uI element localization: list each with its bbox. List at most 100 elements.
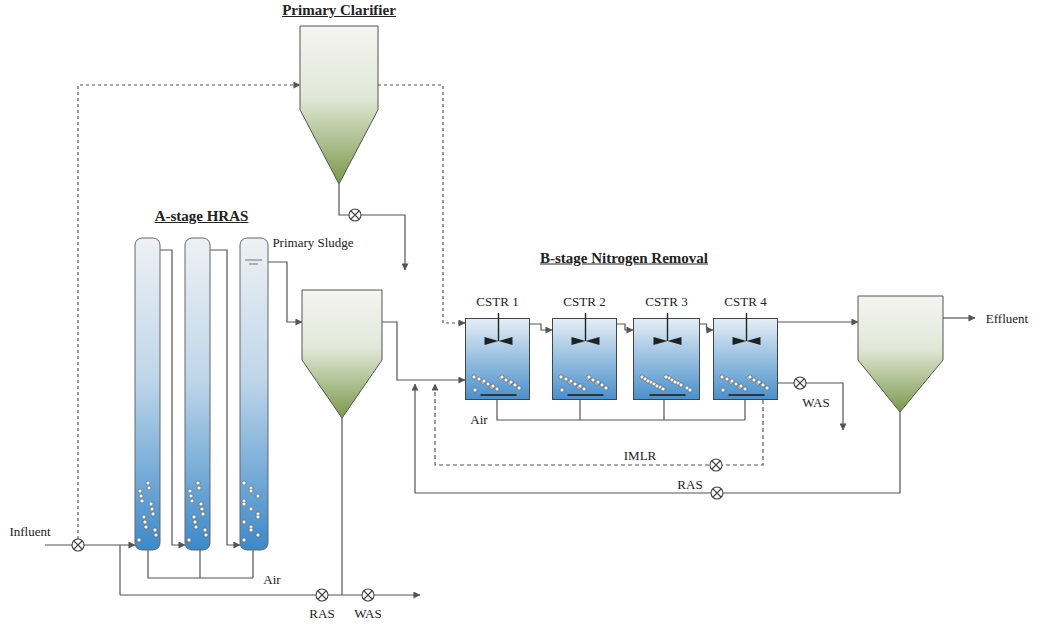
mixer-shaft bbox=[585, 313, 586, 341]
air-bubble bbox=[747, 376, 751, 380]
air-bubble bbox=[490, 385, 494, 389]
air-bubble bbox=[679, 383, 683, 387]
air-bubble bbox=[752, 378, 756, 382]
air-bubble bbox=[595, 381, 599, 385]
node-shape bbox=[135, 238, 268, 550]
air-bubble bbox=[201, 512, 205, 516]
pump-symbol bbox=[349, 209, 361, 221]
air-bubble bbox=[188, 489, 192, 493]
air-bubble bbox=[137, 538, 141, 542]
air-bubble bbox=[149, 502, 153, 506]
reactor-column bbox=[185, 238, 210, 550]
stream-label: Effluent bbox=[984, 311, 1030, 326]
air-bubble bbox=[482, 379, 486, 383]
air-bubble bbox=[194, 525, 198, 529]
pump-symbol bbox=[72, 539, 84, 551]
mixer-shaft bbox=[498, 313, 499, 341]
air-label: Air bbox=[468, 412, 489, 427]
connector-layer bbox=[378, 85, 713, 330]
air-bubble bbox=[559, 375, 563, 379]
air-bubble bbox=[582, 387, 586, 391]
air-bubble bbox=[139, 494, 143, 498]
air-bubble bbox=[600, 383, 604, 387]
diffuser bbox=[650, 394, 686, 396]
air-bubble bbox=[256, 494, 260, 498]
air-bubble bbox=[249, 507, 253, 511]
diffuser bbox=[481, 394, 517, 396]
tank-outlet bbox=[778, 321, 858, 322]
pump-symbol bbox=[711, 487, 723, 499]
air-bubble bbox=[189, 494, 193, 498]
air-bubble bbox=[578, 384, 582, 388]
air-bubble bbox=[504, 378, 508, 382]
section-title: B-stage Nitrogen Removal bbox=[538, 250, 710, 267]
reactor-tank: CSTR 2 bbox=[552, 318, 617, 400]
air-bubble bbox=[146, 481, 150, 485]
air-bubble bbox=[249, 528, 253, 532]
air-bubble bbox=[472, 375, 476, 379]
air-bubble bbox=[199, 502, 203, 506]
air-bubble bbox=[140, 499, 144, 503]
reactor-column bbox=[135, 238, 160, 550]
air-bubble bbox=[748, 375, 752, 379]
hras-columns: A-stage HRAS bbox=[135, 238, 268, 550]
node-shape bbox=[714, 319, 779, 401]
stream-label: IMLR bbox=[622, 448, 659, 463]
water-level bbox=[245, 260, 262, 264]
air-bubble bbox=[655, 384, 659, 388]
node-shape bbox=[300, 26, 378, 184]
clarifier: Primary Clarifier bbox=[300, 26, 378, 184]
air-bubble bbox=[646, 379, 650, 383]
air-bubble bbox=[153, 528, 157, 532]
air-bubble bbox=[495, 387, 499, 391]
sludge-pipe bbox=[341, 418, 342, 595]
stream-label: Primary Sludge bbox=[270, 235, 355, 250]
mixer-shaft bbox=[667, 313, 668, 341]
flow-connector bbox=[700, 324, 713, 330]
air-bubble bbox=[765, 386, 769, 390]
air-bubble bbox=[197, 486, 201, 490]
was-pipe bbox=[778, 383, 843, 430]
air-bubble bbox=[192, 515, 196, 519]
air-line bbox=[148, 550, 253, 578]
air-bubble bbox=[730, 379, 734, 383]
air-bubble bbox=[664, 375, 668, 379]
node-shape bbox=[634, 319, 701, 401]
column-outlet bbox=[268, 262, 302, 322]
final-clarifier bbox=[858, 296, 943, 412]
ras-pipe bbox=[415, 384, 900, 493]
air-bubble bbox=[743, 387, 747, 391]
air-bubble bbox=[138, 489, 142, 493]
air-bubble bbox=[508, 381, 512, 385]
air-bubble bbox=[564, 377, 568, 381]
air-bubble bbox=[757, 380, 761, 384]
influent-pipe bbox=[45, 544, 135, 545]
air-bubble bbox=[187, 538, 191, 542]
intermediate-clarifier bbox=[302, 290, 382, 418]
section-title: Primary Clarifier bbox=[282, 2, 396, 19]
air-bubble bbox=[739, 384, 743, 388]
air-label: Air bbox=[261, 572, 282, 587]
air-bubble bbox=[256, 515, 260, 519]
air-bubble bbox=[756, 381, 760, 385]
air-bubble bbox=[729, 380, 733, 384]
bypass-connector bbox=[378, 85, 465, 323]
pump-symbol bbox=[362, 589, 374, 601]
air-bubble bbox=[144, 525, 148, 529]
effluent-pipe bbox=[943, 317, 975, 318]
air-bubble bbox=[560, 388, 564, 392]
air-bubble bbox=[242, 538, 246, 542]
reactor-column bbox=[240, 238, 268, 550]
air-bubble bbox=[200, 507, 204, 511]
air-bubble bbox=[204, 533, 208, 537]
air-bubble bbox=[577, 385, 581, 389]
flow-connector bbox=[617, 324, 633, 330]
column-link bbox=[210, 250, 240, 545]
air-bubble bbox=[203, 528, 207, 532]
reactor-tank: CSTR 4 bbox=[713, 318, 778, 400]
air-bubble bbox=[249, 489, 253, 493]
air-bubble bbox=[761, 383, 765, 387]
stream-label: RAS bbox=[675, 477, 704, 492]
air-bubble bbox=[142, 515, 146, 519]
